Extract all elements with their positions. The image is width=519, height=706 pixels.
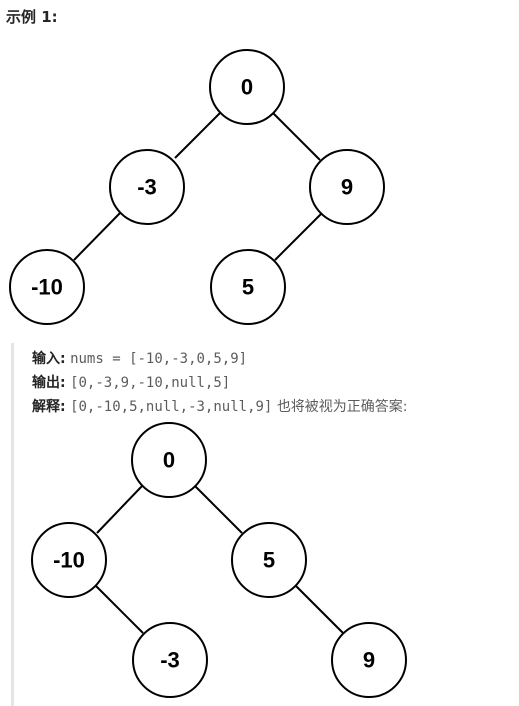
edge-0-to-5	[194, 485, 243, 534]
node-label: 5	[263, 548, 275, 573]
node-circle	[9, 249, 85, 325]
node-label: 0	[241, 75, 253, 100]
edge-9-to-5	[274, 212, 323, 261]
tree-diagram-bottom: 0 -10 5 -3 9	[31, 422, 407, 698]
node-circle	[132, 622, 208, 698]
edge-0-to-9	[272, 112, 321, 161]
node-label: 9	[363, 648, 375, 673]
edge-minus10-to-minus3	[95, 585, 144, 634]
node-label: 9	[341, 175, 353, 200]
example-io-block: 输入: nums = [-10,-3,0,5,9] 输出: [0,-3,9,-1…	[11, 343, 519, 706]
tree-edges	[95, 485, 344, 634]
tree-node-0: 0	[209, 49, 285, 125]
node-circle	[209, 49, 285, 125]
explain-note: 也将被视为正确答案:	[276, 399, 408, 415]
node-label: -10	[53, 548, 85, 573]
tree-node-minus10: -10	[9, 249, 85, 325]
tree-edges	[73, 112, 323, 261]
node-circle	[309, 149, 385, 225]
explain-label: 解释:	[32, 399, 66, 415]
tree-diagram-top: 0 -3 9 -10 5	[9, 49, 385, 325]
node-label: 0	[163, 448, 175, 473]
node-circle	[231, 522, 307, 598]
tree-node-minus10: -10	[31, 522, 107, 598]
output-label: 输出:	[32, 375, 66, 391]
node-circle	[109, 149, 185, 225]
tree-node-9: 9	[331, 622, 407, 698]
tree-node-5: 5	[231, 522, 307, 598]
io-lines: 输入: nums = [-10,-3,0,5,9] 输出: [0,-3,9,-1…	[32, 347, 408, 419]
explain-line: 解释: [0,-10,5,null,-3,null,9] 也将被视为正确答案:	[32, 395, 408, 419]
input-value: nums = [-10,-3,0,5,9]	[70, 351, 248, 367]
tree-node-minus3: -3	[132, 622, 208, 698]
tree-node-0: 0	[131, 422, 207, 498]
edge-0-to-minus10	[96, 485, 143, 534]
node-label: -3	[137, 175, 157, 200]
tree-node-9: 9	[309, 149, 385, 225]
output-value: [0,-3,9,-10,null,5]	[70, 375, 231, 391]
node-circle	[31, 522, 107, 598]
tree-node-minus3: -3	[109, 149, 185, 225]
edge-minus3-to-minus10	[73, 212, 121, 261]
node-circle	[210, 249, 286, 325]
node-circle	[131, 422, 207, 498]
node-label: -10	[31, 275, 63, 300]
input-label: 输入:	[32, 351, 66, 367]
input-line: 输入: nums = [-10,-3,0,5,9]	[32, 347, 408, 371]
edge-0-to-minus3	[174, 112, 221, 159]
tree-node-5: 5	[210, 249, 286, 325]
node-circle	[331, 622, 407, 698]
output-line: 输出: [0,-3,9,-10,null,5]	[32, 371, 408, 395]
node-label: 5	[242, 275, 254, 300]
edge-5-to-9	[295, 585, 344, 634]
node-label: -3	[160, 648, 180, 673]
explain-value: [0,-10,5,null,-3,null,9]	[70, 399, 273, 415]
example-title: 示例 1:	[6, 8, 58, 26]
